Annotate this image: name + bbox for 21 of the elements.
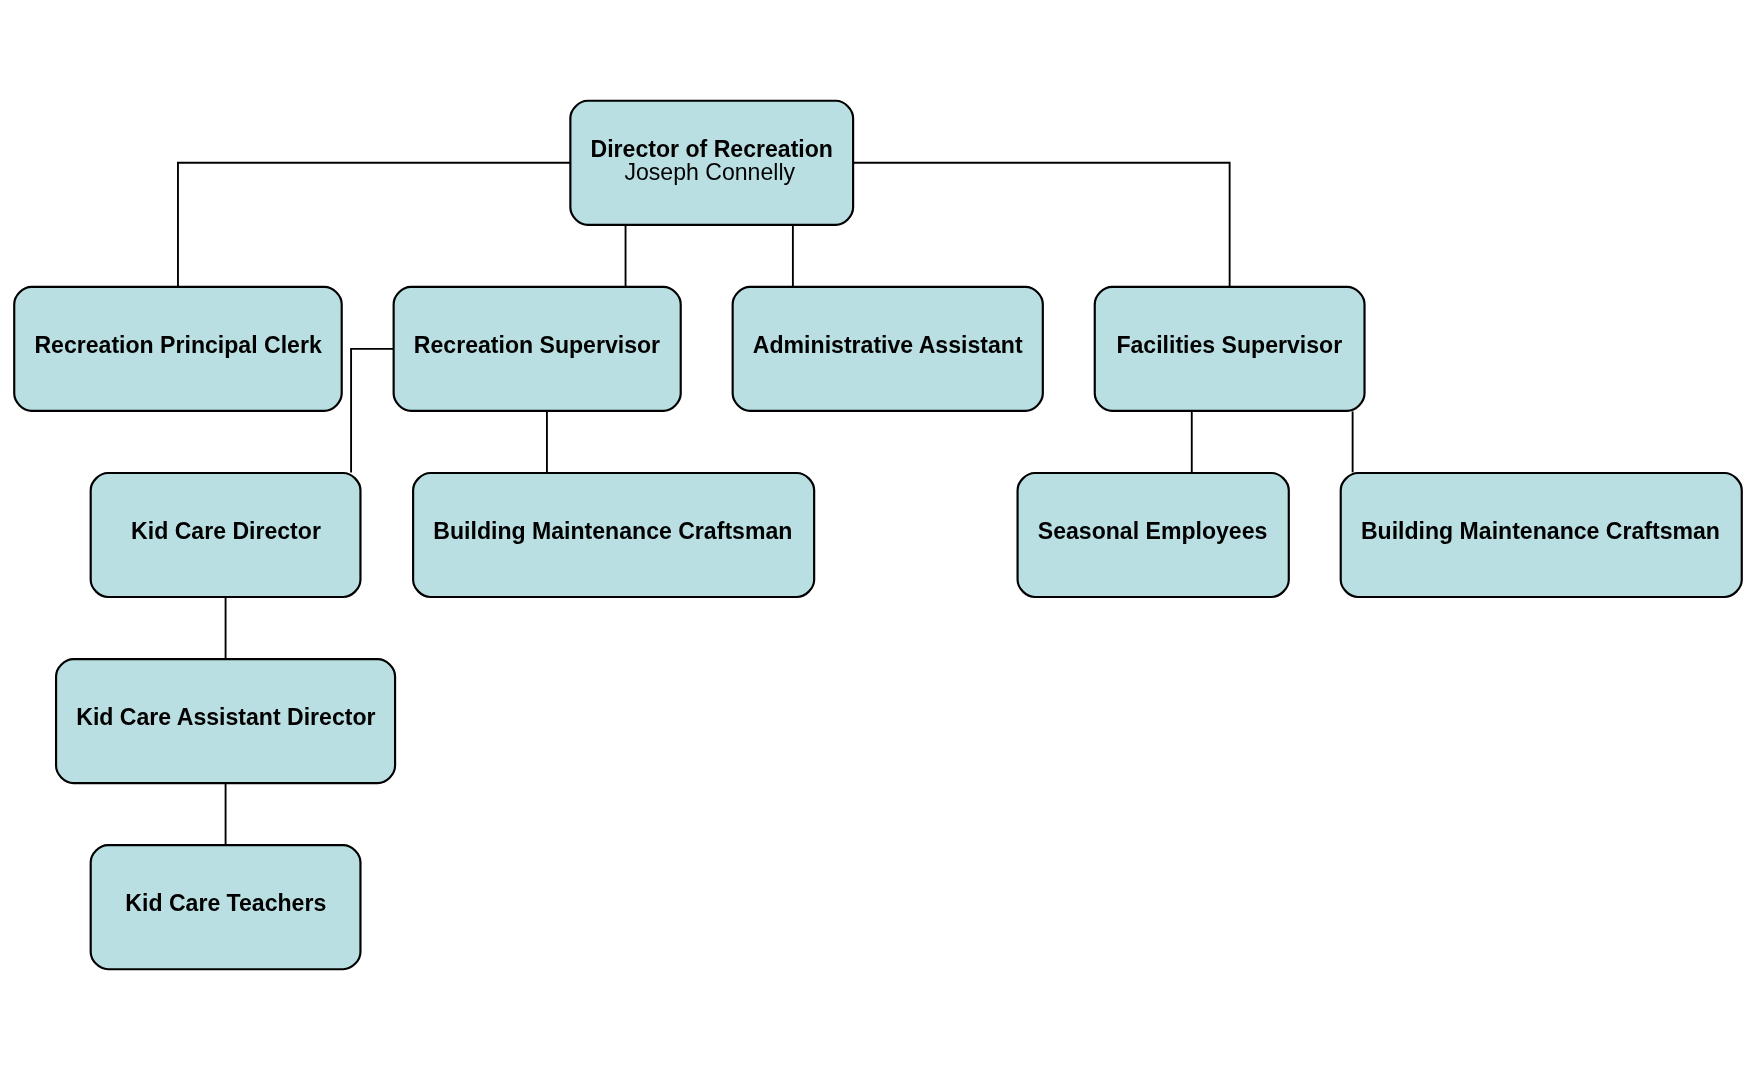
node-box: Kid Care Director xyxy=(89,471,362,599)
node-box: Seasonal Employees xyxy=(1016,471,1290,599)
node-box: Facilities Supervisor xyxy=(1093,285,1366,412)
connector xyxy=(224,782,227,846)
connector xyxy=(350,347,395,474)
connector xyxy=(177,161,572,288)
node-box: Recreation Supervisor xyxy=(392,285,682,412)
connector xyxy=(545,410,548,474)
connector xyxy=(224,596,227,660)
connector xyxy=(1190,410,1193,474)
node-box: Building Maintenance Craftsman xyxy=(412,471,816,599)
node-box: Administrative Assistant xyxy=(731,285,1044,412)
node-box: Director of Recreation Joseph Connelly xyxy=(569,99,855,226)
node-box: Kid Care Teachers xyxy=(89,844,362,971)
connector xyxy=(624,224,627,288)
connector xyxy=(1351,410,1354,474)
node-box: Kid Care Assistant Director xyxy=(55,658,397,785)
node-box: Building Maintenance Craftsman xyxy=(1339,471,1743,599)
node-box: Recreation Principal Clerk xyxy=(13,285,343,412)
connector xyxy=(852,161,1231,288)
connector xyxy=(791,224,794,288)
